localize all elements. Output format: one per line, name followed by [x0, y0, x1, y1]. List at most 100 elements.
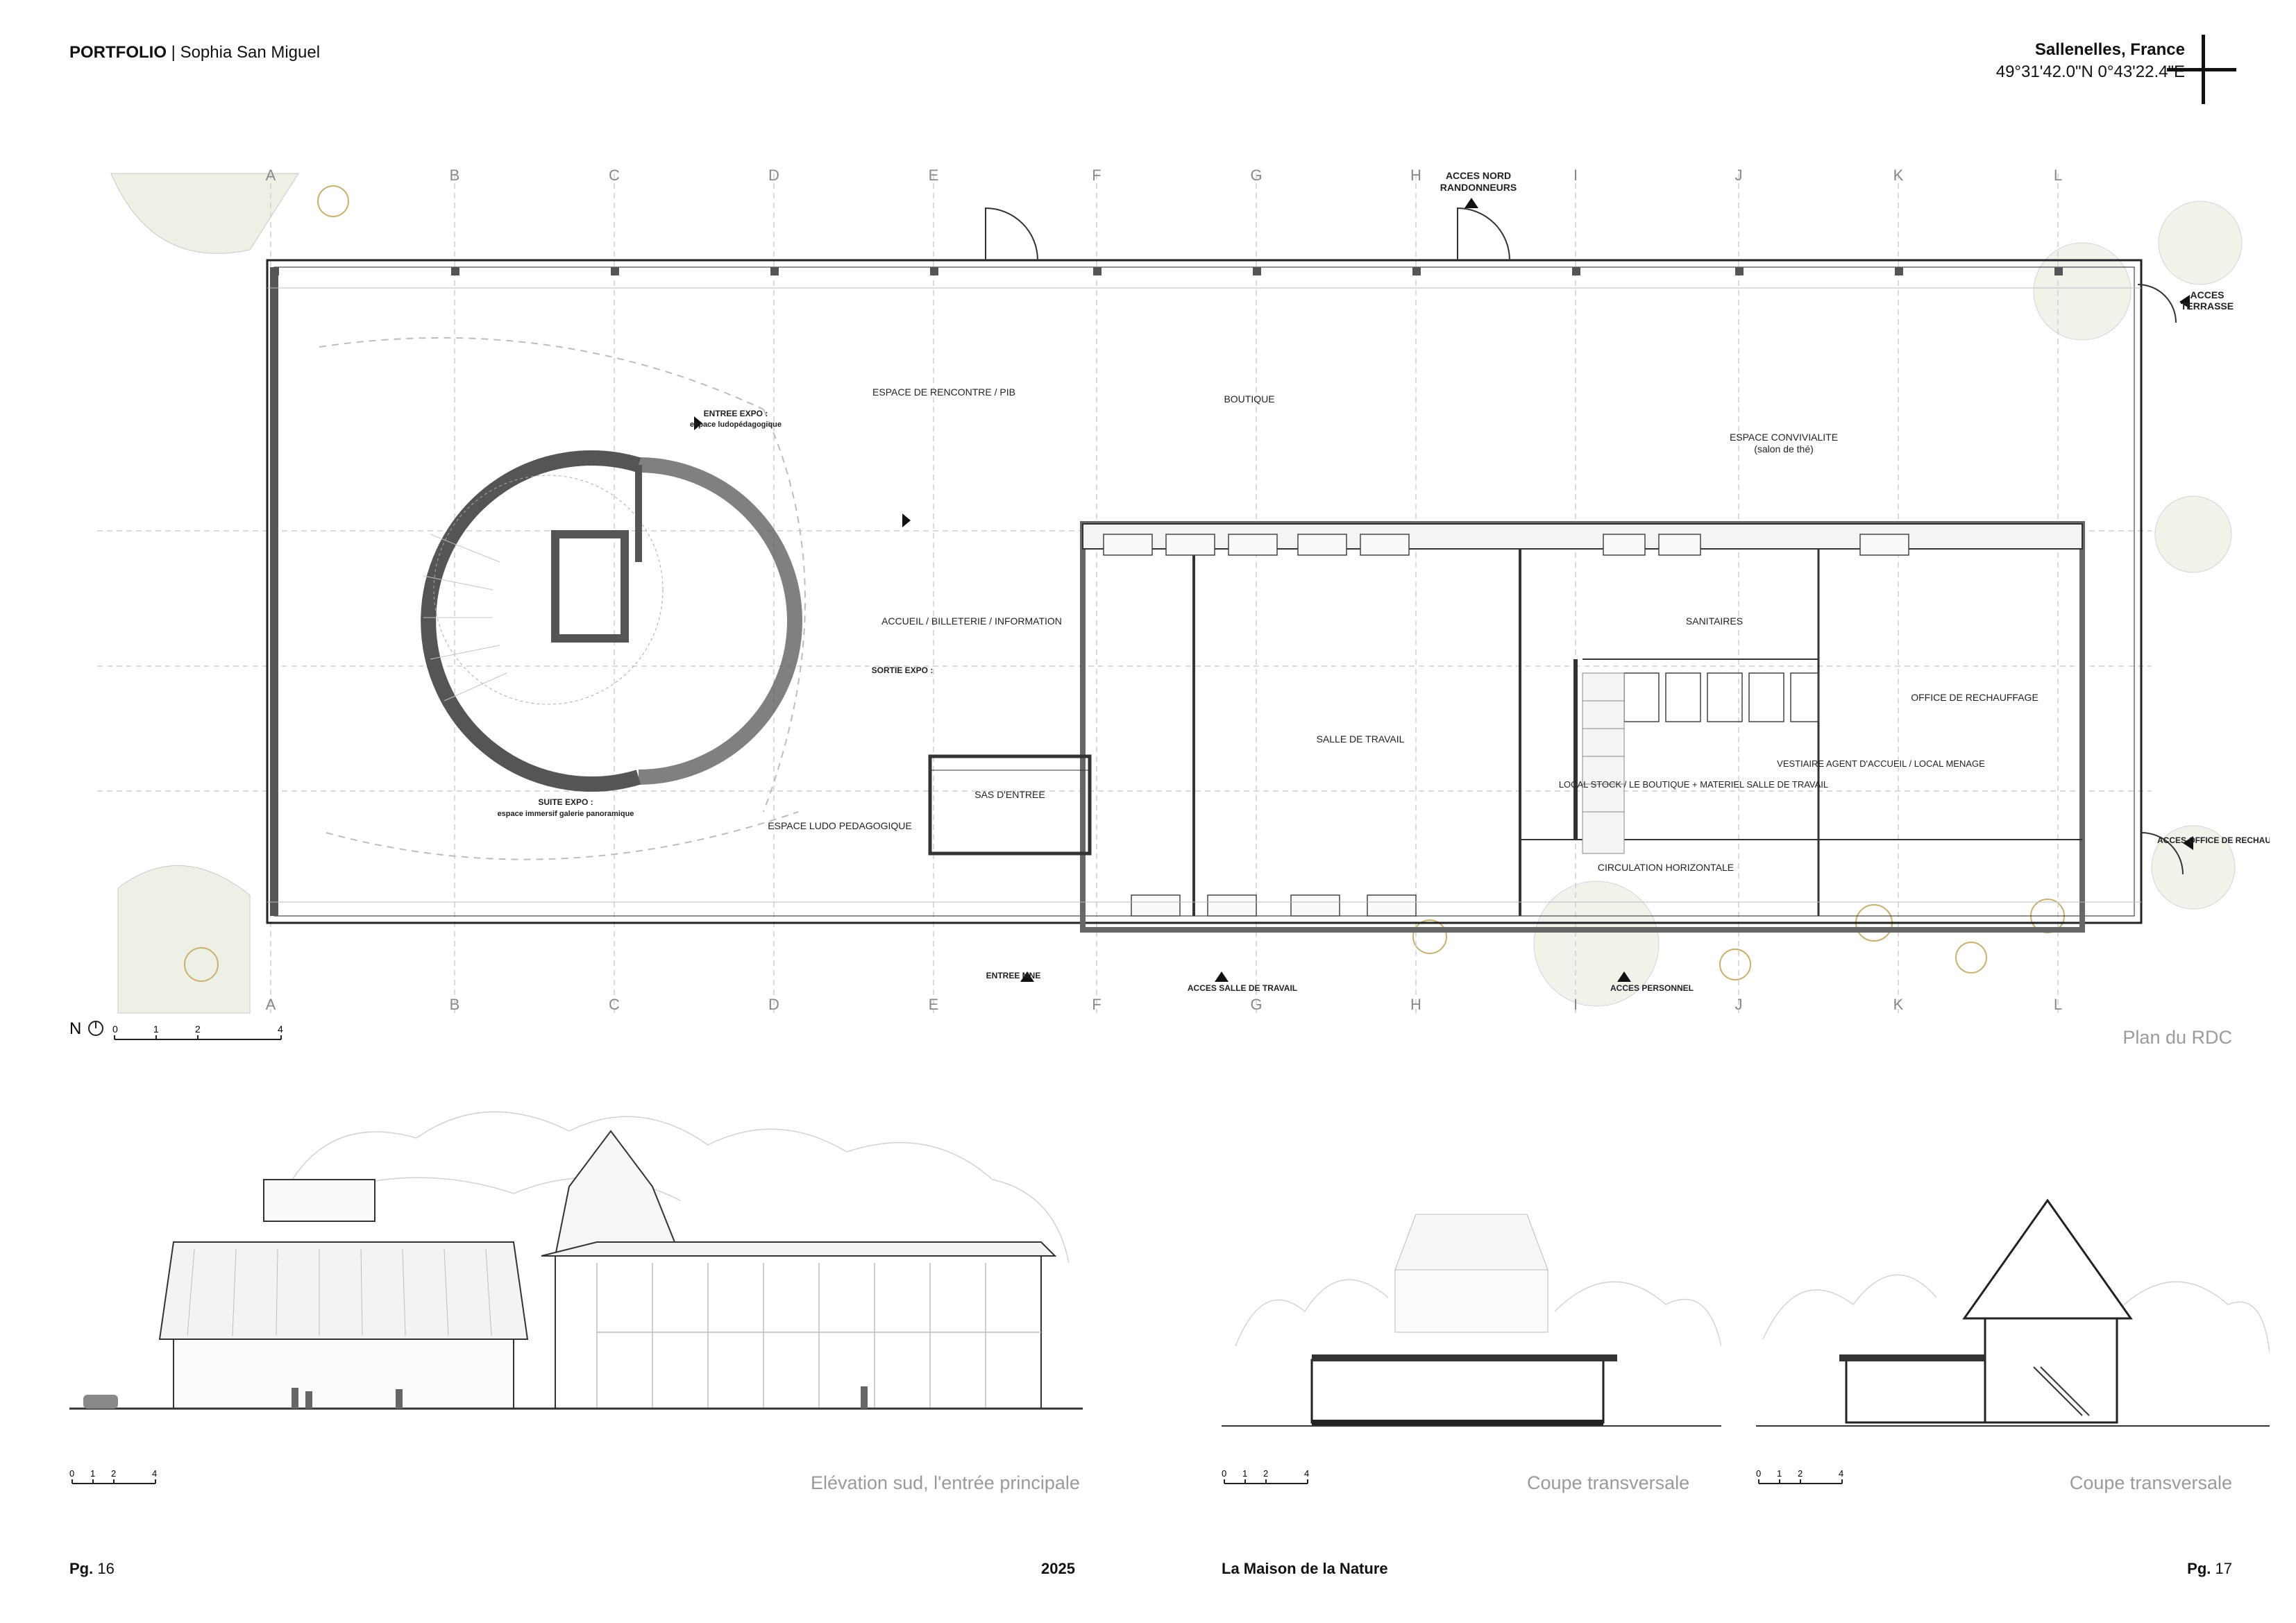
label-randonneurs: RANDONNEURS — [1440, 182, 1517, 193]
scale-tick: 0 — [1756, 1468, 1761, 1479]
stair-section — [2033, 1366, 2090, 1416]
plan-scale-bar: N 0 1 2 4 — [69, 1019, 298, 1046]
scale-tick: 0 — [1222, 1468, 1226, 1479]
label-acces-office: ACCES OFFICE DE RECHAUFFAGE — [2157, 835, 2270, 845]
grid-letter: G — [1250, 996, 1262, 1013]
label-salon: (salon de thé) — [1754, 443, 1814, 454]
grid-letter: B — [450, 167, 460, 184]
elevation-building-left — [158, 1179, 529, 1409]
door-arcs — [985, 207, 2184, 875]
grid-letter: D — [768, 167, 779, 184]
location-name: Sallenelles, France — [2034, 40, 2185, 59]
scale-tick: 1 — [1777, 1468, 1782, 1479]
year-text: 2025 — [1041, 1560, 1075, 1577]
label-espace-ludo: espace ludopédagogique — [690, 420, 782, 429]
footer-page-left: Pg. 16 — [69, 1560, 115, 1578]
grid-letter: G — [1250, 167, 1262, 184]
plan-caption: Plan du RDC — [2122, 1027, 2232, 1048]
grid-letter: L — [2054, 167, 2062, 184]
grid-letter: F — [1092, 167, 1101, 184]
coupe1-scale-bar: 0 1 2 4 — [1222, 1465, 1319, 1490]
crosshair-mark-horizontal — [2167, 68, 2236, 71]
cross-section-1-drawing — [1222, 1173, 1721, 1443]
scale-tick: 4 — [278, 1023, 283, 1035]
label-salle-travail: SALLE DE TRAVAIL — [1317, 733, 1405, 745]
gable-roof — [1962, 1198, 2133, 1320]
grid-letters-top: A B C D E F G H I J K L — [266, 167, 2062, 184]
label-entree-mne: ENTREE MNE — [986, 971, 1041, 980]
timber-frame — [596, 1263, 1041, 1409]
building-envelope — [266, 259, 2143, 924]
label-ludo-ped: ESPACE LUDO PEDAGOGIQUE — [768, 820, 911, 831]
grid-letter: B — [450, 996, 460, 1013]
grid-letter: E — [929, 167, 939, 184]
section-trees — [1762, 1274, 2270, 1354]
grid-letter: C — [609, 167, 620, 184]
access-arrows — [694, 198, 2193, 982]
footer-year: 2025 — [1041, 1560, 1075, 1578]
scale-tick: 0 — [112, 1023, 118, 1035]
label-vestiaire: VESTIAIRE AGENT D'ACCUEIL / LOCAL MENAGE — [1777, 758, 1985, 769]
portfolio-title: PORTFOLIO — [69, 43, 167, 62]
grid-letter: E — [929, 996, 939, 1013]
footer-project: La Maison de la Nature — [1222, 1560, 1388, 1578]
scale-tick: 4 — [152, 1468, 157, 1479]
section-building — [1845, 1359, 1986, 1424]
grid-letter: H — [1410, 167, 1421, 184]
columns-row — [271, 267, 2063, 275]
page-number: 17 — [2215, 1560, 2232, 1577]
label-acces-nord: ACCES NORD — [1446, 170, 1511, 181]
page-prefix: Pg. — [69, 1560, 94, 1577]
grid-letter: D — [768, 996, 779, 1013]
background-house — [1394, 1214, 1548, 1271]
label-sortie-expo: SORTIE EXPO : — [872, 665, 934, 675]
footer-page-right: Pg. 17 — [2187, 1560, 2232, 1578]
header-separator: | — [171, 43, 176, 62]
label-acces-salle: ACCES SALLE DE TRAVAIL — [1188, 983, 1297, 993]
label-immersif: espace immersif galerie panoramique — [498, 810, 634, 818]
label-acces-personnel: ACCES PERSONNEL — [1610, 983, 1694, 993]
grid-letter: C — [609, 996, 620, 1013]
grid-letter: L — [2054, 996, 2062, 1013]
car-silhouette — [83, 1395, 118, 1409]
grid-letter: J — [1735, 167, 1743, 184]
section-building — [1310, 1359, 1605, 1424]
location-block: Sallenelles, France 49°31'42.0"N 0°43'22… — [1996, 39, 2185, 83]
roof-hatching — [187, 1248, 492, 1336]
label-acces-terrasse: ACCES — [2190, 289, 2224, 300]
south-elevation-drawing — [69, 1082, 1083, 1443]
stair-block — [1582, 672, 1625, 854]
elevation-caption: Elévation sud, l'entrée principale — [811, 1472, 1080, 1493]
location-coordinates: 49°31'42.0"N 0°43'22.4"E — [1995, 62, 2185, 81]
label-sanitaires: SANITAIRES — [1686, 615, 1743, 627]
curved-paths — [319, 337, 806, 860]
vegetation-left-top — [110, 173, 299, 1014]
label-suite-expo: SUITE EXPO : — [538, 797, 593, 807]
label-entree-expo: ENTREE EXPO : — [704, 409, 768, 418]
label-convivialite: ESPACE CONVIVIALITE — [1730, 432, 1838, 443]
label-boutique: BOUTIQUE — [1224, 393, 1274, 405]
coupe1-caption: Coupe transversale — [1527, 1472, 1690, 1493]
label-rencontre: ESPACE DE RENCONTRE / PIB — [872, 386, 1015, 398]
label-sas: SAS D'ENTREE — [974, 789, 1045, 800]
people-silhouettes — [292, 1386, 868, 1409]
label-accueil: ACCUEIL / BILLETERIE / INFORMATION — [881, 615, 1062, 627]
grid-letter: H — [1410, 996, 1421, 1013]
coupe2-scale-bar: 0 1 2 4 — [1756, 1465, 1853, 1490]
scale-tick: 2 — [111, 1468, 116, 1479]
scale-tick: 4 — [1839, 1468, 1843, 1479]
section-trees — [1235, 1279, 1721, 1347]
grid-letter: K — [1893, 167, 1904, 184]
north-letter: N — [69, 1019, 81, 1038]
grid-letter: J — [1735, 996, 1743, 1013]
label-office: OFFICE DE RECHAUFFAGE — [1911, 692, 2038, 703]
scale-tick: 2 — [1798, 1468, 1803, 1479]
dimension-lines — [267, 287, 2141, 903]
scale-tick: 1 — [153, 1023, 159, 1035]
north-label: N — [69, 1026, 81, 1027]
wc-cubicles — [1623, 672, 1819, 722]
tree-symbols — [184, 185, 2065, 982]
structural-grid — [97, 173, 2152, 1013]
entry-vestibule — [928, 754, 1092, 856]
label-terrasse: TERRASSE — [2181, 300, 2234, 312]
